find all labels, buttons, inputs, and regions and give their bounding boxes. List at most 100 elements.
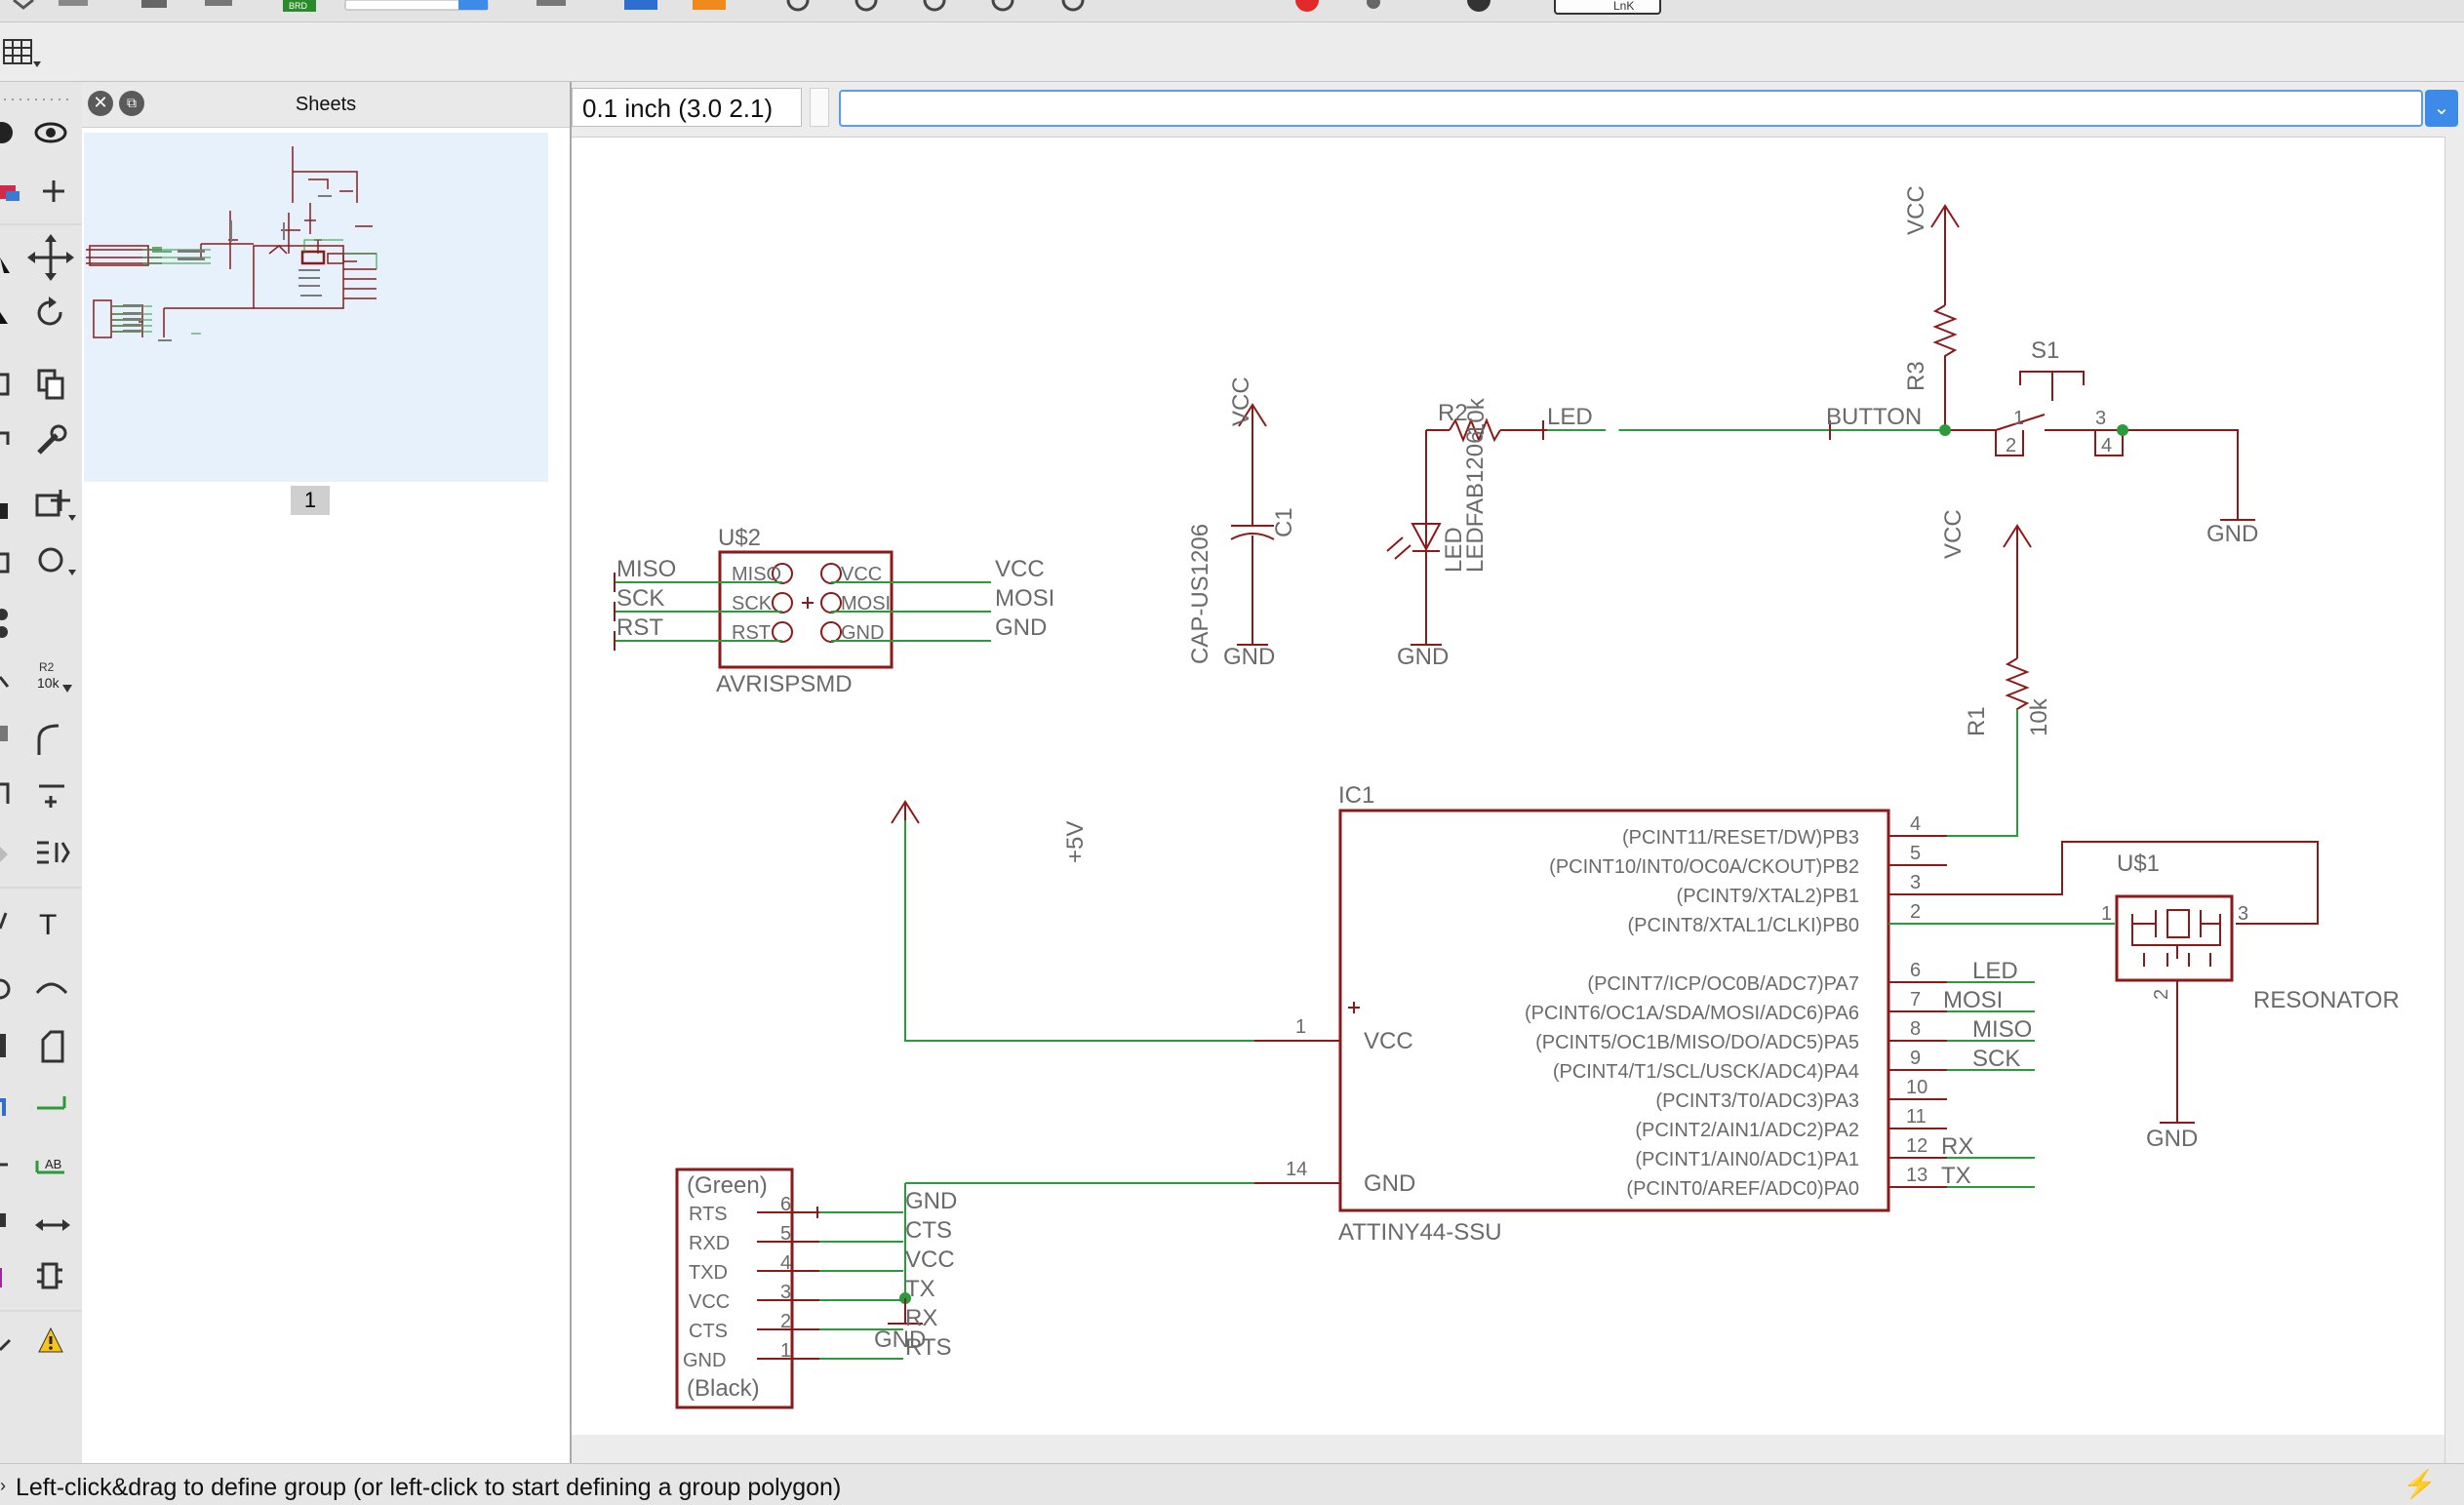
save-icon[interactable] <box>141 0 167 8</box>
mcu-pin-pa5[interactable]: (PCINT5/OC1B/MISO/DO/ADC5)PA5 8 MISO <box>1535 1016 2035 1053</box>
ftdi-pin-4[interactable]: VCC 3 TX <box>689 1276 935 1313</box>
undock-panel-icon[interactable]: ⧉ <box>119 91 144 116</box>
name-tool-icon[interactable] <box>0 676 10 688</box>
schematic-canvas[interactable]: .pin{stroke:#8b1a1a;stroke-width:2;fill:… <box>572 137 2444 1435</box>
wire-icon[interactable] <box>0 912 8 930</box>
board-switch-button[interactable]: BRD <box>283 0 316 12</box>
button-circuit[interactable]: VCC R3 S1 BUTTON 1 2 3 4 GND <box>1618 185 2259 547</box>
change-wrench-icon[interactable] <box>37 424 67 455</box>
arc-icon[interactable] <box>35 982 68 995</box>
copy-icon[interactable] <box>37 369 64 400</box>
r3-name: R3 <box>1903 361 1929 391</box>
export-icon[interactable] <box>624 0 657 10</box>
modules-icon[interactable] <box>37 1262 62 1289</box>
undo-icon[interactable] <box>13 0 34 10</box>
command-history-button[interactable] <box>810 88 829 127</box>
mcu-pin-pa0[interactable]: (PCINT0/AREF/ADC0)PA0 13 TX <box>1626 1163 2035 1200</box>
ftdi-header[interactable]: (Green) (Black) RTS 6 GND RXD 5 CTS <box>675 1168 957 1409</box>
vertical-scrollbar[interactable] <box>2444 137 2464 1463</box>
ftdi-pin-3[interactable]: TXD 4 VCC <box>689 1247 955 1284</box>
rect-icon[interactable] <box>0 1034 6 1057</box>
mcu-pin-pa6[interactable]: (PCINT6/OC1A/SDA/MOSI/ADC6)PA6 7 MOSI <box>1525 987 2035 1024</box>
zoom-out-icon[interactable] <box>854 0 878 12</box>
smash-icon[interactable] <box>0 726 8 741</box>
resonator-u1[interactable]: U$1 RESONATOR 1 2 3 GND <box>2101 851 2400 1152</box>
paste-icon[interactable] <box>0 503 8 519</box>
isp-header-u2[interactable]: U$2 AVRISPSMD MISO SCK RST VCC MOSI GND … <box>614 525 1054 697</box>
open-icon[interactable] <box>59 0 88 6</box>
grid-icon[interactable] <box>0 22 59 81</box>
erc-icon[interactable] <box>0 1338 12 1352</box>
move-icon[interactable] <box>27 234 74 281</box>
align-icon[interactable] <box>37 841 70 864</box>
text-icon[interactable]: T <box>39 909 57 941</box>
ftdi-pin-5[interactable]: CTS 2 RX <box>689 1305 937 1342</box>
delete-icon[interactable] <box>0 431 10 445</box>
r3-vcc-label: VCC <box>1903 185 1929 235</box>
display-layers-icon[interactable] <box>0 185 20 201</box>
layer-select[interactable] <box>344 0 489 11</box>
import-icon[interactable] <box>693 0 726 10</box>
led-circuit[interactable]: R2 10k LED LED LEDFAB1206 GND <box>1386 397 1606 670</box>
go-icon[interactable] <box>1367 0 1380 9</box>
pin-swap-icon[interactable] <box>0 552 10 574</box>
grid-dots-icon[interactable] <box>537 0 566 6</box>
command-history-dropdown[interactable]: ⌄ <box>2425 90 2458 127</box>
mcu-pin-pb0[interactable]: (PCINT8/XTAL1/CLKI)PB0 2 <box>1628 901 2115 936</box>
mcu-ic1[interactable]: IC1 ATTINY44-SSU +5V VCC 1 GND GND 14 (P… <box>874 782 2319 1353</box>
attribute-icon[interactable] <box>0 1213 6 1227</box>
gate-swap-icon[interactable] <box>0 609 8 638</box>
help-icon[interactable] <box>1467 0 1490 12</box>
show-icon[interactable] <box>34 122 67 143</box>
ftdi-pin-2[interactable]: RXD 5 CTS <box>689 1217 952 1254</box>
mark-icon[interactable] <box>43 180 64 202</box>
add-part-icon[interactable] <box>35 490 76 521</box>
status-bar: › Left-click&drag to define group (or le… <box>0 1463 2464 1505</box>
mcu-pin-pa3[interactable]: (PCINT3/T0/ADC3)PA3 10 <box>1655 1077 1947 1112</box>
close-panel-icon[interactable]: ✕ <box>88 91 113 116</box>
warning-icon[interactable] <box>38 1327 63 1353</box>
zoom-in-icon[interactable] <box>786 0 810 12</box>
stop-icon[interactable] <box>1295 0 1319 12</box>
pullup-r1[interactable]: VCC R1 10k <box>1908 509 2052 837</box>
bus-icon[interactable] <box>0 1098 6 1116</box>
mirror-icon[interactable] <box>0 312 8 324</box>
polygon-icon[interactable] <box>41 1030 64 1063</box>
zoom-select-icon[interactable] <box>991 0 1014 12</box>
rotate-icon[interactable] <box>37 297 62 326</box>
ftdi-pin-1[interactable]: RTS 6 GND <box>689 1188 957 1225</box>
info-icon[interactable] <box>0 122 13 143</box>
value-tool-icon[interactable]: R2 10k <box>37 660 72 693</box>
sheet-number[interactable]: 1 <box>291 486 330 515</box>
ftdi-pin-number-5: 5 <box>780 1223 791 1245</box>
ftdi-pin-6[interactable]: GND 1 RTS <box>683 1334 952 1371</box>
dimension-icon[interactable] <box>35 1219 70 1231</box>
redraw-icon[interactable] <box>1061 0 1085 12</box>
mcu-pin-pb3[interactable]: (PCINT11/RESET/DW)PB3 4 <box>1622 813 1947 849</box>
resonator-gnd-label: GND <box>2146 1126 2198 1152</box>
group-icon[interactable] <box>0 373 10 396</box>
optimize-icon[interactable] <box>39 784 64 808</box>
command-input[interactable] <box>839 90 2423 127</box>
miter-icon[interactable] <box>37 724 60 755</box>
circle-icon[interactable] <box>0 978 11 1000</box>
mcu-pin-pa4[interactable]: (PCINT4/T1/SCL/USCK/ADC4)PA4 9 SCK <box>1553 1046 2035 1083</box>
print-icon[interactable] <box>205 0 232 6</box>
replace-icon[interactable] <box>38 547 76 575</box>
invoke-icon[interactable] <box>0 847 8 862</box>
mcu-pin-pa1[interactable]: (PCINT1/AIN0/ADC1)PA1 12 RX <box>1635 1133 2035 1170</box>
net-icon[interactable] <box>37 1096 66 1110</box>
label-icon[interactable]: AB <box>35 1157 64 1174</box>
sheet-thumbnail[interactable] <box>84 133 548 482</box>
mcu-pin-pa7[interactable]: (PCINT7/ICP/OC0B/ADC7)PA7 6 LED <box>1587 958 2035 995</box>
lightning-icon[interactable]: ⚡ <box>2403 1469 2437 1499</box>
capacitor-c1[interactable]: VCC C1 CAP-US1206 GND <box>1187 376 1297 670</box>
mcu-pin-pb1[interactable]: (PCINT9/XTAL2)PB1 3 <box>1677 841 2319 925</box>
net-label-pa6: MOSI <box>1943 987 2003 1013</box>
mcu-pin-pb2[interactable]: (PCINT10/INT0/OC0A/CKOUT)PB2 5 <box>1549 843 1947 878</box>
zoom-fit-icon[interactable] <box>923 0 946 12</box>
select-arrow-icon[interactable] <box>0 257 10 273</box>
mcu-pin-pa2[interactable]: (PCINT2/AIN1/ADC2)PA2 11 <box>1635 1106 1947 1141</box>
split-icon[interactable] <box>0 782 10 804</box>
link-button[interactable]: LnK <box>1554 0 1661 15</box>
